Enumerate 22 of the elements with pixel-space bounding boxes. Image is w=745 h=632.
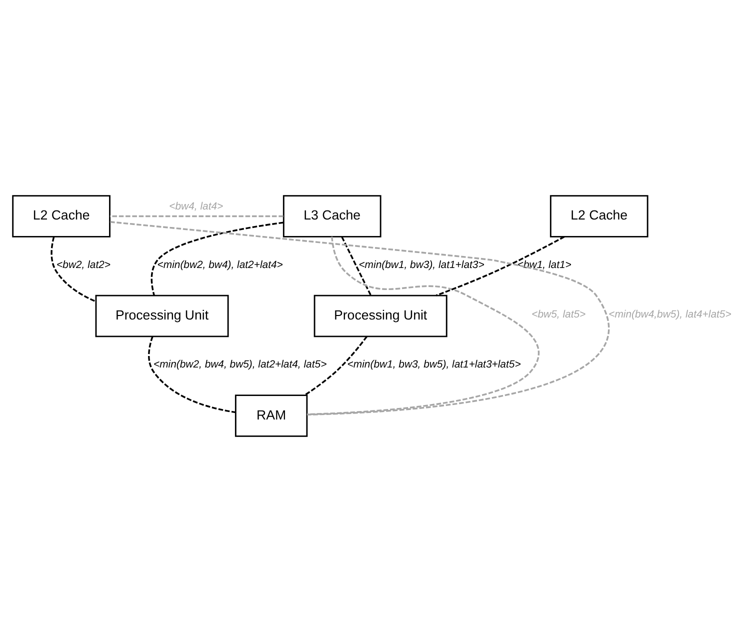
edge-label: <min(bw1, bw3), lat1+lat3> bbox=[358, 260, 484, 271]
connector bbox=[150, 222, 284, 296]
edge-label: <min(bw1, bw3, bw5), lat1+lat3+lat5> bbox=[347, 360, 521, 371]
node-box: Processing Unit bbox=[314, 294, 448, 338]
connector bbox=[304, 336, 368, 396]
node-box: L2 Cache bbox=[550, 195, 648, 238]
connector bbox=[50, 236, 96, 302]
connector bbox=[436, 236, 565, 296]
edge-label: <min(bw2, bw4, bw5), lat2+lat4, lat5> bbox=[153, 360, 327, 371]
node-box: RAM bbox=[234, 394, 308, 437]
connector bbox=[110, 215, 284, 218]
edge-label: <bw4, lat4> bbox=[169, 201, 224, 212]
node-box: Processing Unit bbox=[95, 294, 229, 338]
connector bbox=[110, 221, 608, 416]
edge-label: <min(bw2, bw4), lat2+lat4> bbox=[157, 260, 283, 271]
connector bbox=[148, 336, 236, 414]
connector bbox=[341, 236, 372, 296]
edge-label: <bw2, lat2> bbox=[56, 260, 111, 271]
edge-label: <min(bw4,bw5), lat4+lat5> bbox=[608, 310, 732, 321]
node-box: L3 Cache bbox=[282, 195, 382, 238]
node-box: L2 Cache bbox=[12, 195, 110, 238]
edge-label: <bw5, lat5> bbox=[532, 310, 586, 321]
